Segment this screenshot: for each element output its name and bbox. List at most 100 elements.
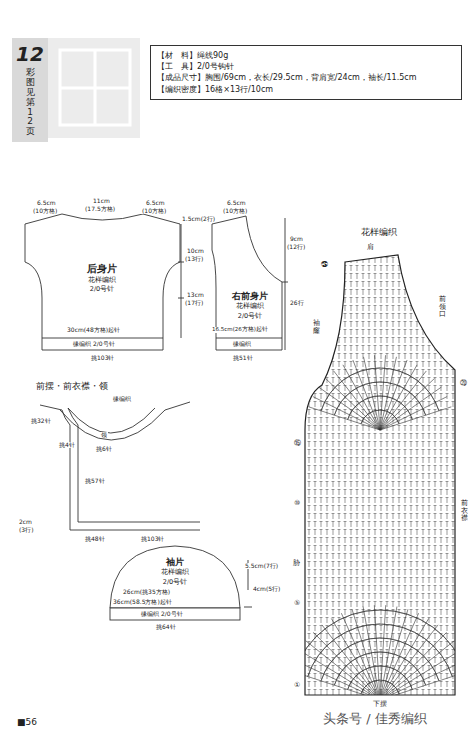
- pattern-label: ①: [293, 682, 301, 689]
- fan-row: [294, 610, 465, 672]
- node-text: 彩图见第12页: [26, 68, 35, 137]
- pattern-label: (17.5方格): [84, 206, 116, 212]
- page-tile: 12 彩图见第12页: [12, 38, 48, 142]
- fan-stitch: [309, 407, 380, 430]
- pattern-label: (10方格): [141, 208, 167, 214]
- node-heading: 12: [16, 43, 44, 66]
- pattern-label: 缘编织: [232, 341, 252, 347]
- pattern-label: 挑103针: [140, 536, 165, 542]
- fan-stitch: [380, 371, 426, 430]
- back-piece: 后身片花样编织 2/0号针: [62, 262, 142, 294]
- node-text: 【成品尺寸】胸围/69cm，衣长/29.5cm，背肩宽/24cm，袖长/11.5…: [157, 73, 417, 82]
- fan-stitch: [380, 378, 434, 430]
- fan-row: [348, 666, 413, 689]
- fan-row: [361, 680, 399, 694]
- pattern-label: 16.5cm(26方格)起针: [211, 327, 269, 333]
- sleeve-piece: 袖片花样编织2/0号针: [135, 556, 215, 587]
- front-band-diagram: [40, 402, 200, 530]
- fan-stitch: [380, 641, 454, 700]
- pattern-label: ㉖: [320, 262, 329, 269]
- garment-outlines: [25, 214, 282, 620]
- pattern-label: 6.5cm: [36, 200, 57, 206]
- fan-stitch: [380, 397, 447, 430]
- pattern-label: 13cm: [186, 292, 205, 298]
- pattern-label: 胁: [292, 560, 301, 567]
- node-text: 2/0号针: [163, 579, 187, 586]
- dimension-lines: [178, 218, 288, 607]
- pattern-label: 袖窿: [312, 320, 321, 335]
- fan-row: [321, 368, 439, 411]
- pattern-label: 11cm: [92, 198, 111, 204]
- node-heading: 后身片: [87, 263, 117, 275]
- fan-stitch: [299, 650, 380, 700]
- pattern-label: (17行): [184, 300, 204, 306]
- photo-tile: [48, 38, 140, 138]
- fan-stitch: [294, 660, 380, 700]
- pattern-label: 挑64针: [155, 624, 177, 630]
- fan-stitch: [374, 605, 380, 700]
- pattern-label: 缘编织: [112, 396, 132, 402]
- pattern-label: 花样编织: [360, 228, 398, 237]
- fan-stitch: [380, 650, 461, 700]
- pattern-label: 挑51针: [232, 355, 254, 361]
- fan-row: [334, 382, 425, 415]
- pattern-label: 挑103针: [90, 355, 115, 361]
- pattern-label: 2cm: [18, 519, 33, 525]
- fan-row: [321, 638, 439, 681]
- pattern-label: 缘编织 2/0号针: [72, 341, 116, 347]
- fan-stitch: [313, 632, 380, 700]
- fan-stitch: [306, 641, 380, 700]
- pattern-label: (10方格): [32, 208, 58, 214]
- pattern-label: 6.5cm: [145, 200, 166, 206]
- node-heading: 【材 料】绳线90g: [157, 51, 228, 60]
- node-text: 2/0号针: [90, 286, 114, 293]
- fan-stitch: [380, 360, 407, 430]
- pattern-label: 5.5cm(7行): [244, 563, 279, 569]
- stitch-chart: [290, 250, 471, 700]
- pattern-label: (12行): [286, 244, 306, 250]
- fan-stitch: [380, 407, 451, 430]
- pattern-label: ⑤: [293, 600, 301, 607]
- fan-stitch: [380, 365, 417, 430]
- pattern-label: 挑48针: [84, 536, 106, 542]
- pattern-label: 前摆・前衣襟・领: [35, 382, 109, 391]
- pattern-label: 26cm(挑35方格): [122, 589, 171, 595]
- fan-row: [348, 396, 413, 419]
- fan-stitch: [380, 618, 429, 700]
- pattern-label: (10方格): [222, 208, 248, 214]
- fan-stitch: [380, 660, 466, 700]
- node-text: 花样编织: [236, 303, 264, 310]
- pattern-label: 缘编织 2/0号针: [140, 611, 184, 617]
- node-text: 【编织密度】16格×13行/10cm: [157, 85, 273, 94]
- pattern-label: 36cm(58.5方格)起针: [112, 599, 173, 605]
- fan-stitch: [343, 365, 380, 430]
- fan-row: [361, 410, 399, 424]
- fan-stitch: [380, 609, 408, 700]
- pattern-label: ⑩: [293, 500, 301, 507]
- node-text: 花样编织: [88, 277, 116, 284]
- fan-stitch: [374, 355, 380, 430]
- pattern-label: 30cm(48方格)起针: [66, 327, 121, 333]
- front-piece: 右前身片花样编织2/0号针: [220, 290, 280, 321]
- pattern-label: ■56: [16, 718, 38, 727]
- pattern-label: 6.5cm: [226, 200, 247, 206]
- pattern-label: 26行: [289, 300, 305, 306]
- pattern-label: ⑳: [459, 380, 468, 387]
- pattern-label: 头条号 / 佳秀编织: [322, 712, 428, 725]
- fan-stitch: [313, 397, 380, 430]
- pattern-label: (3行): [18, 527, 35, 533]
- pattern-label: 前领口: [438, 296, 447, 319]
- fan-stitch: [326, 378, 380, 430]
- pattern-label: 肩: [366, 244, 375, 251]
- info-box: 【材 料】绳线90g【工 具】2/0号钩针【成品尺寸】胸围/69cm，衣长/29…: [150, 45, 462, 100]
- node-heading: 袖片: [166, 557, 184, 567]
- fan-stitch: [380, 632, 447, 700]
- pattern-label: (13行): [184, 256, 204, 262]
- node-heading: 右前身片: [232, 291, 268, 301]
- pattern-label: 挑57针: [84, 478, 106, 484]
- fan-row: [308, 624, 453, 677]
- pattern-label: 挑32针: [30, 418, 52, 424]
